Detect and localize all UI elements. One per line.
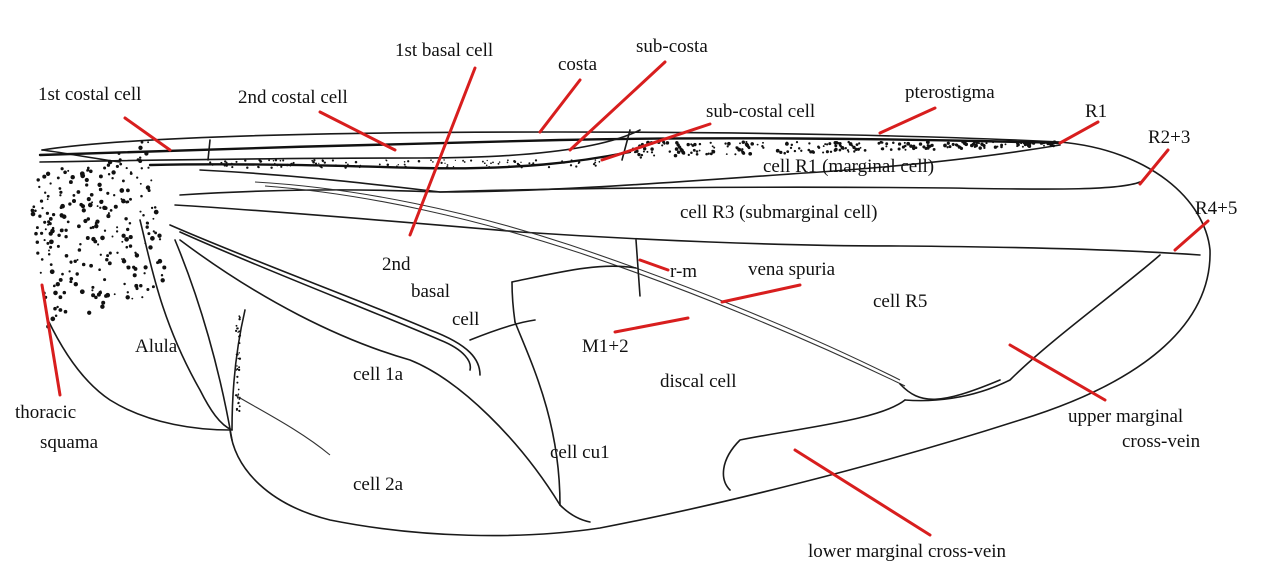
label-vena-spuria: vena spuria bbox=[748, 259, 836, 280]
label-upper-marginal-cross-vein-2: cross-vein bbox=[1122, 431, 1201, 452]
leader-thoracic-squama bbox=[42, 285, 60, 395]
leader-m1-2 bbox=[615, 318, 688, 332]
leader-sub-costal-cell bbox=[602, 124, 710, 160]
leader-sub-costa bbox=[570, 62, 665, 150]
label-thoracic-squama-2: squama bbox=[40, 432, 99, 453]
label-second-basal-cell-3: cell bbox=[452, 309, 479, 330]
leader-pterostigma bbox=[880, 108, 935, 133]
label-discal-cell: discal cell bbox=[660, 371, 737, 392]
label-r4-5: R4+5 bbox=[1195, 198, 1237, 219]
leader-first-basal-cell bbox=[410, 68, 475, 235]
leader-lower-marginal-cross-vein bbox=[795, 450, 930, 535]
label-cell-1a: cell 1a bbox=[353, 364, 404, 385]
label-first-costal-cell: 1st costal cell bbox=[38, 84, 141, 105]
label-second-basal-cell-1: 2nd bbox=[382, 254, 411, 275]
label-upper-marginal-cross-vein-1: upper marginal bbox=[1068, 406, 1183, 427]
thoracic-squama-stipple bbox=[31, 141, 167, 329]
leader-lines bbox=[42, 62, 1208, 535]
label-cell-r1: cell R1 (marginal cell) bbox=[763, 156, 934, 177]
label-r1: R1 bbox=[1085, 101, 1107, 122]
label-costa: costa bbox=[558, 54, 598, 75]
labels: 1st costal cell 2nd costal cell 1st basa… bbox=[15, 36, 1237, 562]
label-second-costal-cell: 2nd costal cell bbox=[238, 87, 348, 108]
label-sub-costal-cell: sub-costal cell bbox=[706, 101, 815, 122]
label-lower-marginal-cross-vein: lower marginal cross-vein bbox=[808, 541, 1007, 562]
label-alula: Alula bbox=[135, 336, 178, 357]
leader-first-costal-cell bbox=[125, 118, 170, 150]
label-r-m: r-m bbox=[670, 261, 697, 282]
label-cell-r5: cell R5 bbox=[873, 291, 927, 312]
label-m1-2: M1+2 bbox=[582, 336, 629, 357]
label-r2-3: R2+3 bbox=[1148, 127, 1190, 148]
label-first-basal-cell: 1st basal cell bbox=[395, 40, 493, 61]
leader-costa bbox=[540, 80, 580, 132]
label-sub-costa: sub-costa bbox=[636, 36, 708, 57]
label-cell-cu1: cell cu1 bbox=[550, 442, 610, 463]
leader-upper-marginal-cross-vein bbox=[1010, 345, 1105, 400]
leader-r4-5 bbox=[1175, 221, 1208, 250]
label-pterostigma: pterostigma bbox=[905, 82, 995, 103]
leader-vena-spuria bbox=[722, 285, 800, 302]
leader-r-m bbox=[640, 260, 668, 270]
label-cell-r3: cell R3 (submarginal cell) bbox=[680, 202, 878, 223]
leader-r1 bbox=[1060, 122, 1098, 143]
label-thoracic-squama-1: thoracic bbox=[15, 402, 76, 423]
label-cell-2a: cell 2a bbox=[353, 474, 404, 495]
label-second-basal-cell-2: basal bbox=[411, 281, 450, 302]
